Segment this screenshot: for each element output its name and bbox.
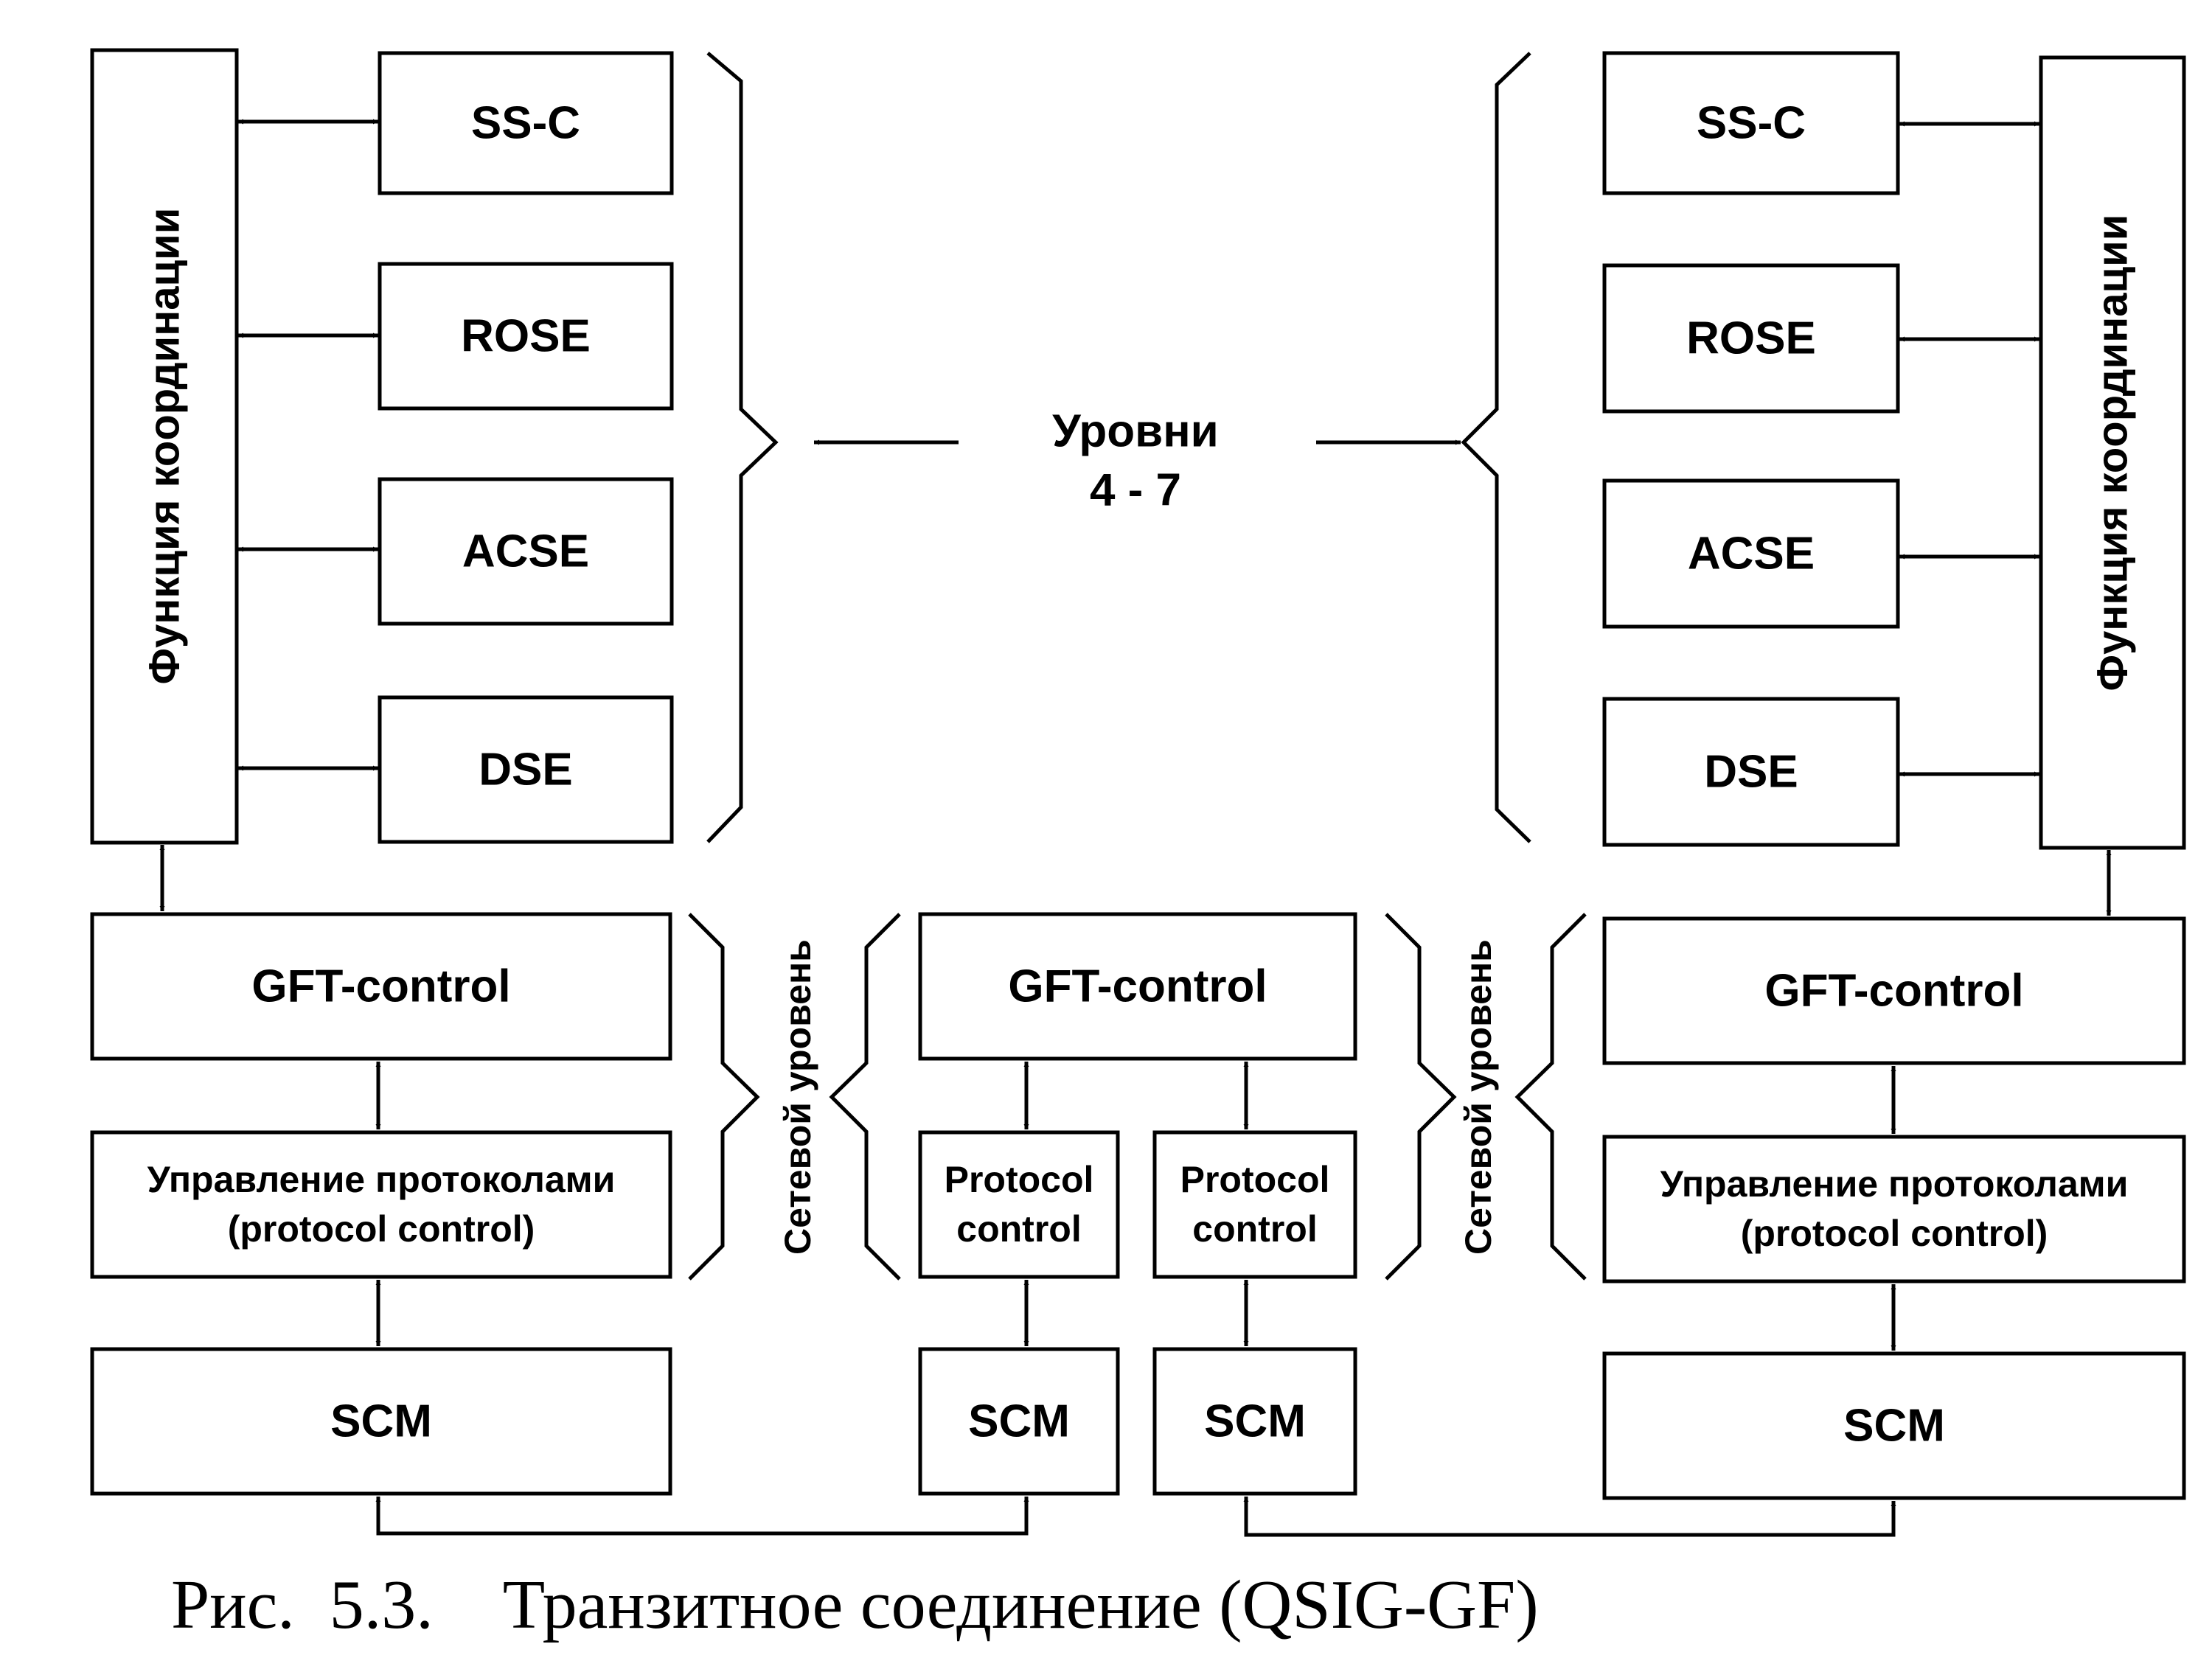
right-gft-label: GFT-control bbox=[1764, 966, 2023, 1017]
right-rose-box bbox=[1602, 263, 1900, 414]
right-ssc-label: SS-C bbox=[1697, 98, 1806, 149]
left-acse-box bbox=[378, 477, 674, 626]
right-layers-brace bbox=[1461, 52, 1531, 843]
right-acse-label: ACSE bbox=[1688, 529, 1815, 579]
right-scm-label: SCM bbox=[1843, 1401, 1945, 1452]
center-scm-2-label: SCM bbox=[1204, 1396, 1306, 1447]
right-coordination-box bbox=[2039, 55, 2186, 850]
right-rose-label: ROSE bbox=[1686, 313, 1816, 364]
link-center-scm-2-right-scm bbox=[1243, 1497, 1896, 1537]
left-gft-box bbox=[90, 912, 672, 1061]
right-protocol-mgmt-line2: (protocol control) bbox=[1741, 1213, 2048, 1254]
center-network-brace-left bbox=[829, 913, 901, 1281]
left-gft-label: GFT-control bbox=[251, 961, 510, 1012]
center-protocol-control-1-line1: Protocol bbox=[945, 1159, 1094, 1200]
layers-label-line1: Уровни bbox=[1052, 406, 1219, 457]
left-protocol-mgmt-box bbox=[90, 1130, 672, 1279]
center-scm-2-box bbox=[1152, 1347, 1357, 1496]
right-acse-box bbox=[1602, 478, 1900, 629]
left-acse-label: ACSE bbox=[462, 526, 589, 577]
left-protocol-mgmt-line1: Управление протоколами bbox=[147, 1159, 616, 1200]
right-protocol-mgmt-line1: Управление протоколами bbox=[1660, 1163, 2129, 1205]
center-gft-box bbox=[918, 912, 1357, 1061]
right-stack: SS-C ROSE ACSE DSE Функция координации G… bbox=[1461, 51, 2186, 1500]
left-stack: Функция координации SS-C ROSE ACSE DSE G… bbox=[90, 48, 779, 1496]
center-protocol-control-1-line2: control bbox=[956, 1208, 1081, 1250]
left-dse-label: DSE bbox=[479, 745, 572, 795]
left-scm-label: SCM bbox=[330, 1396, 432, 1447]
left-rose-label: ROSE bbox=[461, 311, 591, 362]
left-protocol-mgmt-line2: (protocol control) bbox=[228, 1208, 535, 1250]
right-ssc-box bbox=[1602, 51, 1900, 195]
center-section: Уровни 4 - 7 Сетевой уровень GFT-control… bbox=[777, 406, 1499, 1496]
left-network-brace bbox=[688, 913, 760, 1281]
right-network-brace bbox=[1514, 913, 1587, 1281]
left-dse-box bbox=[378, 695, 674, 844]
left-ssc-box bbox=[378, 51, 674, 195]
layers-label-line2: 4 - 7 bbox=[1090, 465, 1181, 516]
left-layers-brace bbox=[706, 52, 779, 843]
left-coordination-box bbox=[90, 48, 239, 845]
right-coordination-label: Функция координации bbox=[2089, 215, 2137, 692]
left-rose-box bbox=[378, 262, 674, 411]
link-left-scm-center-scm-1 bbox=[375, 1497, 1029, 1536]
left-scm-box bbox=[90, 1347, 672, 1496]
center-protocol-control-2-line2: control bbox=[1192, 1208, 1317, 1250]
right-dse-box bbox=[1602, 697, 1900, 847]
figure-caption: Рис. 5.3. Транзитное соединение (QSIG-GF… bbox=[171, 1567, 1539, 1643]
center-protocol-control-2-line1: Protocol bbox=[1180, 1159, 1330, 1200]
right-protocol-mgmt-box bbox=[1602, 1135, 2186, 1283]
center-scm-1-box bbox=[918, 1347, 1120, 1496]
center-scm-1-label: SCM bbox=[968, 1396, 1070, 1447]
scm-links bbox=[375, 1497, 1896, 1537]
center-network-brace-right bbox=[1385, 913, 1457, 1281]
center-protocol-control-1-box bbox=[918, 1130, 1120, 1279]
network-level-label-right: Сетевой уровень bbox=[1458, 939, 1499, 1255]
left-ssc-label: SS-C bbox=[471, 98, 580, 149]
right-scm-box bbox=[1602, 1351, 2186, 1500]
center-protocol-control-2-box bbox=[1152, 1130, 1357, 1279]
left-coordination-label: Функция координации bbox=[141, 208, 189, 685]
right-gft-box bbox=[1602, 916, 2186, 1065]
center-gft-label: GFT-control bbox=[1008, 961, 1267, 1012]
network-level-label-left: Сетевой уровень bbox=[777, 939, 818, 1255]
right-dse-label: DSE bbox=[1704, 747, 1798, 798]
